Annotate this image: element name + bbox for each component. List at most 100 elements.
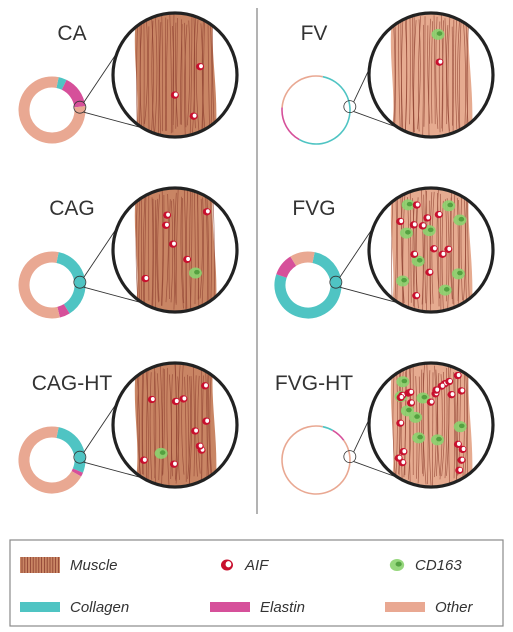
aif-cell-icon xyxy=(195,442,204,450)
muscle-fiber xyxy=(407,365,412,480)
aif-cell-icon xyxy=(170,91,179,99)
aif-cell-icon xyxy=(406,388,415,397)
aif-cell-icon xyxy=(412,201,421,209)
tissue-section xyxy=(113,13,237,137)
detail-marker xyxy=(329,275,343,289)
cd163-cell-icon xyxy=(401,199,415,211)
muscle-fiber xyxy=(417,376,420,484)
collagen-segment xyxy=(56,77,67,90)
aif-cell-icon xyxy=(435,58,444,66)
aif-cell-icon xyxy=(457,387,466,395)
muscle-fiber xyxy=(153,371,156,486)
aif-cell-icon xyxy=(221,559,233,571)
muscle-fiber xyxy=(144,192,147,311)
aif-cell-icon xyxy=(189,112,198,120)
muscle-fiber xyxy=(465,193,468,304)
muscle-fiber xyxy=(161,368,164,476)
muscle-fiber xyxy=(193,188,196,305)
muscle-fiber xyxy=(394,26,396,130)
cd163-cell-icon xyxy=(453,421,467,433)
zoom-connector-line xyxy=(83,461,145,479)
collagen-segment xyxy=(56,252,86,314)
elastin-segment xyxy=(332,429,345,441)
aif-cell-icon xyxy=(202,417,211,425)
muscle-fiber xyxy=(168,199,171,299)
cd163-cell-icon xyxy=(442,200,456,212)
panel-fv: FV xyxy=(281,11,495,145)
muscle-fiber xyxy=(207,19,210,132)
muscle-fiber xyxy=(467,194,470,307)
zoom-connector-line xyxy=(339,286,401,304)
muscle-fiber xyxy=(135,201,139,304)
muscle-fiber xyxy=(149,372,153,480)
detail-marker xyxy=(343,450,357,464)
cd163-cell-icon xyxy=(412,432,426,444)
aif-cell-icon xyxy=(394,454,403,462)
aif-cell-icon xyxy=(399,448,408,456)
aif-cell-icon xyxy=(147,395,156,404)
aif-cell-icon xyxy=(406,399,415,407)
muscle-fiber xyxy=(455,20,458,130)
muscle-fiber xyxy=(184,22,187,128)
muscle-fiber xyxy=(463,371,468,483)
muscle-fiber xyxy=(466,20,470,125)
elastin-segment xyxy=(71,468,84,477)
muscle-fiber xyxy=(398,23,401,130)
aif-cell-icon xyxy=(169,240,178,248)
vessel-wall-ring xyxy=(281,425,351,495)
muscle-fiber xyxy=(197,189,200,308)
aif-cell-icon xyxy=(141,274,150,283)
muscle-fiber xyxy=(179,24,183,125)
zoom-circle xyxy=(111,11,239,139)
cd163-cell-icon xyxy=(154,447,168,459)
aif-cell-icon xyxy=(447,390,456,399)
muscle-fiber xyxy=(174,192,177,304)
aif-cell-icon xyxy=(396,393,405,402)
muscle-fiber xyxy=(457,199,460,305)
cd163-cell-icon xyxy=(438,284,452,296)
aif-cell-icon xyxy=(457,456,466,464)
aif-cell-icon xyxy=(437,382,446,390)
muscle-fiber xyxy=(204,191,208,308)
muscle-fiber xyxy=(413,20,417,133)
cd163-cell-icon xyxy=(416,392,430,404)
muscle-fiber xyxy=(463,19,467,128)
muscle-fiber xyxy=(195,375,198,477)
aif-cell-icon xyxy=(139,456,148,464)
muscle-fiber xyxy=(201,16,206,132)
muscle-fiber xyxy=(415,376,418,479)
muscle-fiber xyxy=(417,16,421,132)
zoom-circle xyxy=(111,186,239,314)
muscle-fiber xyxy=(145,367,149,480)
cd163-cell-icon xyxy=(411,255,425,267)
muscle-fiber xyxy=(190,189,193,309)
legend-label: Elastin xyxy=(260,599,305,616)
cd163-cell-icon xyxy=(399,227,413,239)
muscle-fiber xyxy=(423,16,426,127)
muscle-fiber xyxy=(428,370,432,486)
aif-cell-icon xyxy=(196,62,205,71)
other-segment xyxy=(18,426,82,494)
cd163-cell-icon xyxy=(396,275,410,287)
muscle-fiber xyxy=(458,13,462,129)
muscle-fiber xyxy=(170,200,174,303)
panel-label: FV xyxy=(301,22,328,45)
aif-cell-icon xyxy=(163,211,172,219)
muscle-fiber xyxy=(211,25,215,128)
muscle-fiber xyxy=(159,22,162,136)
elastin-segment xyxy=(61,79,86,108)
muscle-fiber xyxy=(197,375,201,474)
muscle-fiber xyxy=(396,190,398,311)
muscle-fiber xyxy=(460,190,463,301)
zoom-circle xyxy=(367,361,495,489)
vessel-wall-ring xyxy=(18,426,86,494)
muscle-fiber xyxy=(185,188,189,312)
elastin-swatch xyxy=(210,602,250,612)
muscle-fiber xyxy=(432,372,434,487)
collagen-segment xyxy=(274,252,342,319)
muscle-fiber xyxy=(456,197,459,302)
legend-label: CD163 xyxy=(415,557,462,574)
elastin-segment xyxy=(281,107,300,141)
muscle-fiber xyxy=(189,13,193,134)
